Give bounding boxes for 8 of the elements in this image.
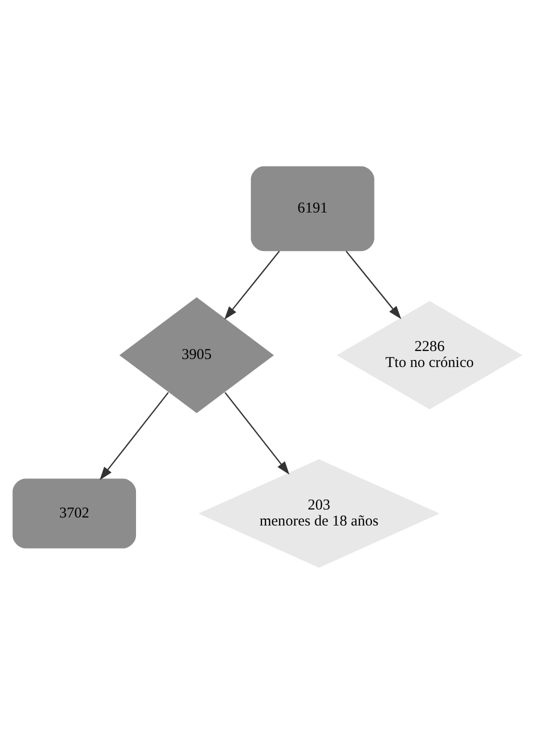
arrow [224, 250, 280, 320]
node-box: 3702 [12, 478, 136, 548]
node-diamond: 3905 [119, 296, 274, 413]
node-box: 6191 [250, 166, 374, 251]
arrow [224, 392, 290, 474]
node-diamond: 2286 Tto no crónico [336, 300, 522, 409]
arrow [346, 250, 402, 319]
arrow [100, 392, 169, 480]
